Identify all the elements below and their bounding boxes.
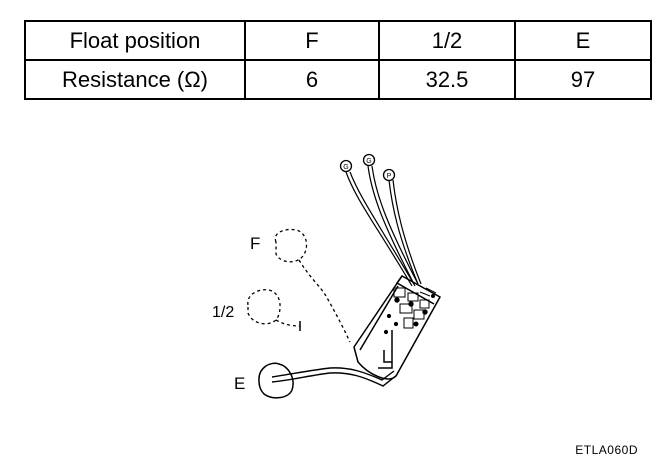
label-full: F [250,234,260,253]
terminal-p-label: P [387,173,392,180]
float-arm [271,367,398,387]
table-row: Resistance (Ω) 6 32.5 97 [24,59,652,100]
lead-wires [345,165,422,287]
header-float-position: Float position [24,20,246,61]
float-full-position [274,228,351,343]
label-half: 1/2 [212,304,234,321]
figure-code: ETLA060D [575,443,638,457]
sender-unit-body [353,275,442,380]
terminal-g1-label: G [343,164,348,171]
resistance-half: 32.5 [378,59,516,100]
float-resistance-table: Float position F 1/2 E Resistance (Ω) 6 … [24,20,652,100]
resistor-board [383,287,437,335]
header-half: 1/2 [378,20,516,61]
terminal-g2: G [362,153,376,167]
float-half-position [247,289,301,327]
terminal-g1: G [339,159,353,173]
resistance-f: 6 [244,59,380,100]
float-empty-position [258,362,294,399]
row-label-resistance: Resistance (Ω) [24,59,246,100]
terminal-g2-label: G [366,158,371,165]
label-empty: E [234,374,245,393]
header-e: E [514,20,652,61]
header-f: F [244,20,380,61]
table-header-row: Float position F 1/2 E [24,20,652,61]
resistance-e: 97 [514,59,652,100]
terminal-p: P [382,168,396,182]
